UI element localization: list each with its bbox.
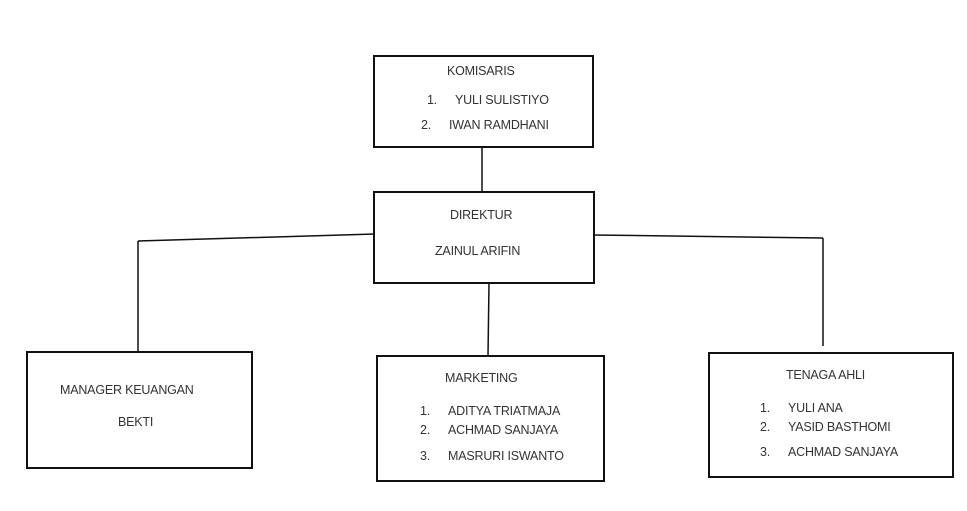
list-number: 2. bbox=[421, 118, 432, 132]
member-name: IWAN RAMDHANI bbox=[449, 118, 549, 132]
marketing-member-3: 3. MASRURI ISWANTO bbox=[420, 449, 564, 463]
list-number: 3. bbox=[420, 449, 431, 463]
tenaga-ahli-member-1: 1. YULI ANA bbox=[760, 401, 843, 415]
komisaris-title: KOMISARIS bbox=[447, 64, 515, 78]
member-name: MASRURI ISWANTO bbox=[448, 449, 564, 463]
tenaga-ahli-title: TENAGA AHLI bbox=[786, 368, 866, 382]
member-name: ADITYA TRIATMAJA bbox=[448, 404, 561, 418]
manager-keuangan-title: MANAGER KEUANGAN bbox=[60, 383, 194, 397]
member-name: ACHMAD SANJAYA bbox=[788, 445, 898, 459]
marketing-member-2: 2. ACHMAD SANJAYA bbox=[420, 423, 558, 437]
tenaga-ahli-member-3: 3. ACHMAD SANJAYA bbox=[760, 445, 898, 459]
marketing-member-1: 1. ADITYA TRIATMAJA bbox=[420, 404, 560, 418]
marketing-box: MARKETING 1. ADITYA TRIATMAJA 2. ACHMAD SA… bbox=[376, 355, 605, 482]
komisaris-box: KOMISARIS 1. YULI SULISTIYO 2. IWAN RAMDHA… bbox=[373, 55, 594, 148]
komisaris-member-1: 1. YULI SULISTIYO bbox=[427, 93, 549, 107]
list-number: 1. bbox=[760, 401, 771, 415]
komisaris-member-2: 2. IWAN RAMDHANI bbox=[421, 118, 549, 132]
connector-direktur-right bbox=[592, 234, 824, 239]
list-number: 2. bbox=[420, 423, 431, 437]
list-number: 1. bbox=[420, 404, 431, 418]
list-number: 3. bbox=[760, 445, 771, 459]
tenaga-ahli-member-2: 2. YASID BASTHOMI bbox=[760, 420, 891, 434]
member-name: ACHMAD SANJAYA bbox=[448, 423, 558, 437]
manager-keuangan-name: BEKTI bbox=[118, 415, 154, 429]
member-name: YULI SULISTIYO bbox=[455, 93, 549, 107]
member-name: YULI ANA bbox=[788, 401, 843, 415]
direktur-name: ZAINUL ARIFIN bbox=[435, 244, 521, 258]
tenaga-ahli-box: TENAGA AHLI 1.YULI ANA 2.YASID BASTHOMI … bbox=[708, 352, 954, 478]
list-number: 2. bbox=[760, 420, 771, 434]
manager-keuangan-box: MANAGER KEUANGAN BEKTI bbox=[26, 351, 253, 469]
member-name: YASID BASTHOMI bbox=[788, 420, 891, 434]
connector-direktur-left bbox=[137, 233, 376, 242]
list-number: 1. bbox=[427, 93, 438, 107]
direktur-box: DIREKTUR ZAINUL ARIFIN bbox=[373, 191, 595, 284]
marketing-title: MARKETING bbox=[445, 371, 518, 385]
direktur-title: DIREKTUR bbox=[450, 208, 513, 222]
connector-direktur-marketing bbox=[487, 282, 490, 357]
